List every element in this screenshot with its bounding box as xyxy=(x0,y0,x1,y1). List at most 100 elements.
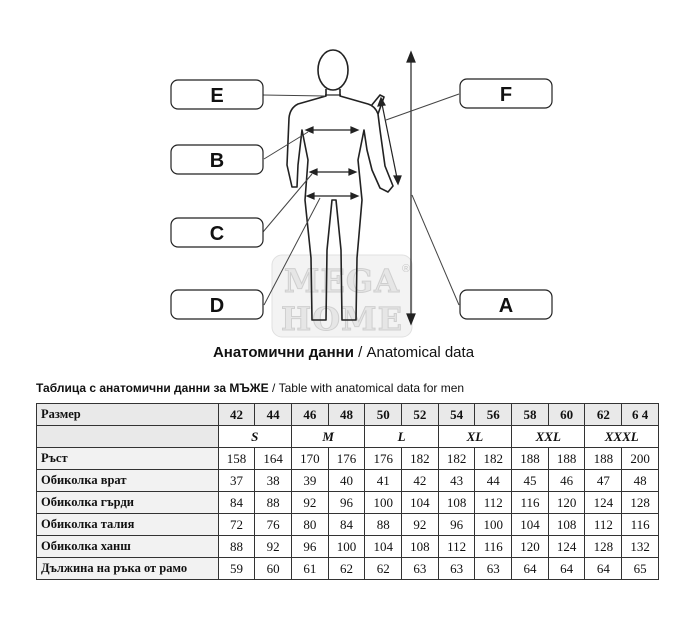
size-cell: 56 xyxy=(474,403,513,426)
table-cell: 63 xyxy=(437,557,476,580)
table-cell: 40 xyxy=(327,469,366,492)
table-cell: 116 xyxy=(474,535,513,558)
table-cell: 100 xyxy=(364,491,403,514)
table-cell: 61 xyxy=(290,557,329,580)
size-cell: 54 xyxy=(437,403,476,426)
table-cell: 96 xyxy=(437,513,476,536)
table-cell: 46 xyxy=(547,469,586,492)
table-cell: 84 xyxy=(217,491,256,514)
table-cell: 158 xyxy=(217,447,256,470)
table-cell: 62 xyxy=(327,557,366,580)
table-cell: 80 xyxy=(290,513,329,536)
table-cell: 188 xyxy=(584,447,623,470)
table-cell: 76 xyxy=(254,513,292,536)
size-cell: 46 xyxy=(290,403,329,426)
table-cell: 108 xyxy=(547,513,586,536)
letter-size-cell: XXXL xyxy=(584,425,659,448)
leader-lines xyxy=(262,93,460,306)
table-cell: 100 xyxy=(474,513,513,536)
size-cell: 6 4 xyxy=(621,403,659,426)
table-cell: 44 xyxy=(474,469,513,492)
label-box-e: E xyxy=(170,79,264,110)
table-cell: 116 xyxy=(511,491,549,514)
table-cell: 108 xyxy=(401,535,439,558)
row-label: Обиколка гърди xyxy=(36,491,219,514)
table-cell: 88 xyxy=(217,535,256,558)
table-cell: 64 xyxy=(584,557,623,580)
table-cell: 43 xyxy=(437,469,476,492)
letters-label-cell xyxy=(36,425,219,448)
table-cell: 84 xyxy=(327,513,366,536)
table-cell: 132 xyxy=(621,535,659,558)
letter-size-cell: M xyxy=(290,425,366,448)
table-cell: 63 xyxy=(401,557,439,580)
row-label: Дължина на ръка от рамо xyxy=(36,557,219,580)
size-cell: 44 xyxy=(254,403,292,426)
row-label: Обиколка врат xyxy=(36,469,219,492)
table-cell: 47 xyxy=(584,469,623,492)
label-a: A xyxy=(499,295,513,317)
table-cell: 104 xyxy=(511,513,549,536)
table-cell: 104 xyxy=(401,491,439,514)
table-cell: 176 xyxy=(327,447,366,470)
table-cell: 112 xyxy=(437,535,476,558)
letter-size-cell: L xyxy=(364,425,439,448)
table-letters-row: S M L XL XXL XXXL xyxy=(36,425,659,448)
body-figure xyxy=(286,49,394,321)
row-label: Обиколка ханш xyxy=(36,535,219,558)
table-cell: 62 xyxy=(364,557,403,580)
size-cell: 50 xyxy=(364,403,403,426)
anatomy-diagram: MEGA HOME ® E B xyxy=(170,49,553,339)
caption-rest: / Anatomical data xyxy=(353,344,475,361)
table-cell: 37 xyxy=(217,469,256,492)
watermark-registered-mark: ® xyxy=(402,263,410,275)
table-cell: 188 xyxy=(547,447,586,470)
table-cell: 38 xyxy=(254,469,292,492)
table-cell: 59 xyxy=(217,557,256,580)
table-cell: 60 xyxy=(254,557,292,580)
table-title: Таблица с анатомични данни за МЪЖЕ / Tab… xyxy=(36,381,464,395)
table-cell: 72 xyxy=(217,513,256,536)
table-cell: 188 xyxy=(511,447,549,470)
size-cell: 62 xyxy=(584,403,623,426)
label-box-c: C xyxy=(170,217,264,248)
letter-size-cell: S xyxy=(217,425,292,448)
label-f: F xyxy=(500,84,512,106)
label-e: E xyxy=(210,85,223,107)
table-cell: 104 xyxy=(364,535,403,558)
table-cell: 65 xyxy=(621,557,659,580)
table-cell: 63 xyxy=(474,557,513,580)
size-table: Размер 42 44 46 48 50 52 54 56 58 60 62 … xyxy=(36,403,659,580)
table-cell: 88 xyxy=(254,491,292,514)
table-cell: 200 xyxy=(621,447,659,470)
row-label: Ръст xyxy=(36,447,219,470)
table-cell: 96 xyxy=(327,491,366,514)
table-cell: 108 xyxy=(437,491,476,514)
label-box-b: B xyxy=(170,144,264,175)
letter-size-cell: XXL xyxy=(511,425,586,448)
size-cell: 48 xyxy=(327,403,366,426)
table-cell: 182 xyxy=(474,447,513,470)
row-label: Обиколка талия xyxy=(36,513,219,536)
header-label: Размер xyxy=(36,403,219,426)
table-cell: 64 xyxy=(511,557,549,580)
table-cell: 41 xyxy=(364,469,403,492)
table-cell: 170 xyxy=(290,447,329,470)
table-cell: 112 xyxy=(474,491,513,514)
table-cell: 48 xyxy=(621,469,659,492)
table-cell: 64 xyxy=(547,557,586,580)
table-cell: 124 xyxy=(547,535,586,558)
table-cell: 128 xyxy=(584,535,623,558)
table-cell: 120 xyxy=(547,491,586,514)
label-d: D xyxy=(210,295,224,317)
table-cell: 124 xyxy=(584,491,623,514)
measurement-lines xyxy=(304,50,416,326)
table-cell: 176 xyxy=(364,447,403,470)
table-cell: 92 xyxy=(290,491,329,514)
table-cell: 100 xyxy=(327,535,366,558)
